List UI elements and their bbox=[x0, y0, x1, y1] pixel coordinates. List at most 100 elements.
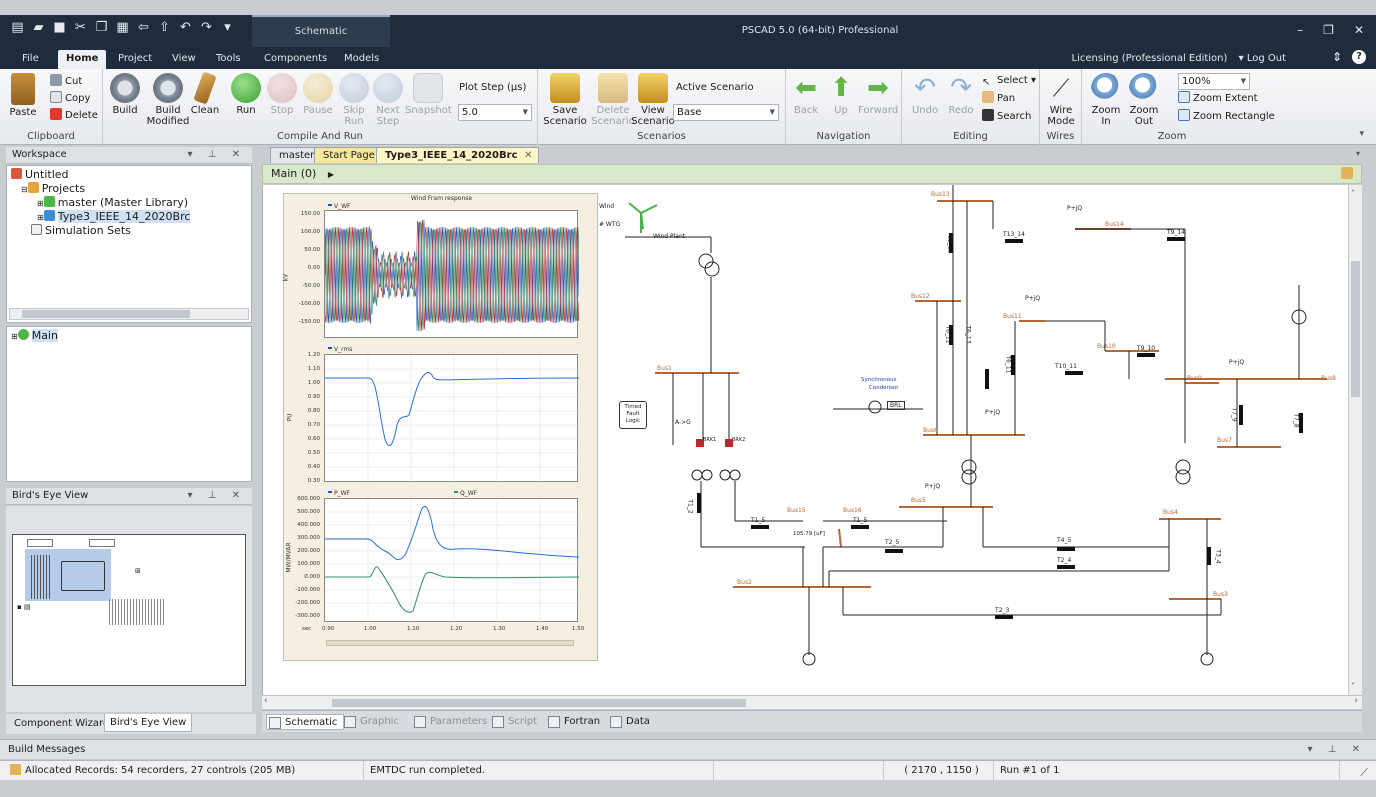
tree-item-simulation-sets[interactable]: Simulation Sets bbox=[31, 224, 131, 238]
new-file-icon[interactable]: ▤ bbox=[11, 20, 24, 35]
scroll-thumb[interactable] bbox=[332, 699, 746, 707]
view-tab-parameters[interactable]: Parameters bbox=[412, 714, 487, 730]
tab-models[interactable]: Models bbox=[344, 53, 380, 64]
pane-controls-icon[interactable]: ▾ ⊥ ✕ bbox=[1307, 744, 1366, 755]
zoom-rectangle-button[interactable]: Zoom Rectangle bbox=[1178, 109, 1275, 124]
snapshot-button[interactable]: Snapshot bbox=[405, 73, 452, 116]
build-messages-title[interactable]: Build Messages bbox=[8, 744, 86, 755]
context-tab-schematic[interactable]: Schematic bbox=[252, 15, 390, 47]
tab-list-chevron-icon[interactable]: ▾ bbox=[1355, 149, 1360, 158]
redo-icon[interactable]: ↷ bbox=[201, 20, 212, 35]
undo-icon[interactable]: ↶ bbox=[180, 20, 191, 35]
pane-controls-icon[interactable]: ▾ ⊥ ✕ bbox=[187, 490, 246, 501]
up-icon[interactable]: ⇧ bbox=[159, 20, 170, 35]
build-button[interactable]: Build bbox=[107, 73, 143, 116]
lock-icon[interactable] bbox=[1341, 167, 1353, 179]
tab-project[interactable]: Project bbox=[118, 53, 153, 64]
customize-icon[interactable]: ▾ bbox=[224, 20, 231, 35]
search-button[interactable]: Search bbox=[982, 109, 1031, 124]
tab-view[interactable]: View bbox=[172, 53, 196, 64]
open-folder-icon[interactable]: ▰ bbox=[33, 20, 44, 35]
undo-button[interactable]: ↶Undo bbox=[908, 73, 942, 116]
tree-item-master[interactable]: ⊞master (Master Library) bbox=[37, 196, 188, 211]
copy-icon[interactable]: ❐ bbox=[95, 20, 108, 35]
doc-tab-start-page[interactable]: Start Page bbox=[314, 147, 384, 163]
tree-item-untitled[interactable]: Untitled bbox=[11, 168, 69, 182]
tree-item-main[interactable]: ⊞Main bbox=[11, 329, 58, 344]
tab-birds-eye-view[interactable]: Bird's Eye View bbox=[104, 714, 193, 732]
help-icon[interactable]: ? bbox=[1352, 50, 1366, 64]
ribbon-toggle-icon[interactable]: ⇕ bbox=[1331, 50, 1342, 64]
clean-button[interactable]: Clean bbox=[189, 71, 221, 116]
licensing-menu[interactable]: Licensing (Professional Edition) bbox=[1071, 53, 1228, 64]
pan-button[interactable]: Pan bbox=[982, 91, 1015, 106]
dropdown-icon[interactable]: ▾ bbox=[1238, 53, 1244, 64]
scroll-down-icon[interactable]: ˅ bbox=[1351, 682, 1355, 691]
cut-button[interactable]: Cut bbox=[50, 74, 82, 89]
breadcrumb-arrow-icon[interactable]: ▶ bbox=[327, 170, 334, 179]
run-button[interactable]: Run bbox=[231, 73, 261, 116]
view-tab-schematic[interactable]: Schematic bbox=[266, 714, 345, 730]
doc-tab-project[interactable]: Type3_IEEE_14_2020Brc✕ bbox=[376, 147, 539, 163]
view-tab-fortran[interactable]: Fortran bbox=[546, 714, 600, 730]
birds-eye-canvas[interactable]: ⊞ ▪ ▤ bbox=[12, 534, 246, 686]
scroll-right-icon[interactable]: › bbox=[1354, 696, 1358, 706]
zoom-extent-button[interactable]: Zoom Extent bbox=[1178, 91, 1258, 106]
ribbon-collapse-icon[interactable]: ▾ bbox=[1359, 129, 1364, 139]
paste-icon[interactable]: ▦ bbox=[116, 20, 129, 35]
restore-icon[interactable]: ❐ bbox=[1323, 23, 1334, 37]
delete-button[interactable]: Delete bbox=[50, 108, 98, 123]
view-tab-graphic[interactable]: Graphic bbox=[342, 714, 399, 730]
pane-controls-icon[interactable]: ▾ ⊥ ✕ bbox=[187, 149, 246, 160]
resize-grip-icon[interactable]: ⟋ bbox=[1360, 766, 1368, 779]
plot-frame[interactable]: Wind Fram response V_WF 150.00 100.00 50… bbox=[282, 193, 598, 661]
back-button[interactable]: ⬅Back bbox=[790, 73, 822, 116]
up-button[interactable]: ⬆Up bbox=[826, 73, 856, 116]
scroll-thumb[interactable] bbox=[1351, 261, 1360, 397]
plot-time-scrollbar[interactable] bbox=[326, 640, 574, 646]
forward-button[interactable]: ➡Forward bbox=[858, 73, 898, 116]
canvas-vertical-scrollbar[interactable]: ˄ ˅ bbox=[1348, 185, 1362, 695]
pause-button[interactable]: Pause bbox=[301, 73, 335, 116]
view-tab-data[interactable]: Data bbox=[608, 714, 650, 730]
tab-tools[interactable]: Tools bbox=[216, 53, 241, 64]
close-icon[interactable]: ✕ bbox=[1353, 23, 1364, 37]
timed-fault-logic-block[interactable]: Timed Fault Logic bbox=[619, 401, 647, 429]
breadcrumb-label[interactable]: Main (0) bbox=[271, 167, 317, 180]
canvas-horizontal-scrollbar[interactable]: ‹ › bbox=[262, 695, 1362, 709]
stop-button[interactable]: Stop bbox=[267, 73, 297, 116]
tab-component-wizard[interactable]: Component Wizard bbox=[14, 718, 110, 729]
paste-button[interactable]: Paste bbox=[6, 73, 40, 118]
schematic-canvas[interactable]: Wind Fram response V_WF 150.00 100.00 50… bbox=[262, 185, 1348, 695]
scroll-left-icon[interactable]: ‹ bbox=[264, 696, 268, 706]
tab-file[interactable]: File bbox=[22, 53, 39, 64]
active-scenario-select[interactable]: Base▼ bbox=[673, 104, 779, 121]
tree-item-project[interactable]: ⊞Type3_IEEE_14_2020Brc bbox=[37, 210, 191, 225]
tree-horizontal-scrollbar[interactable] bbox=[9, 308, 249, 320]
back-icon[interactable]: ⇦ bbox=[138, 20, 149, 35]
logout-link[interactable]: Log Out bbox=[1246, 53, 1286, 64]
scroll-up-icon[interactable]: ˄ bbox=[1351, 189, 1355, 198]
close-tab-icon[interactable]: ✕ bbox=[524, 150, 533, 161]
copy-button[interactable]: Copy bbox=[50, 91, 90, 106]
cut-icon[interactable]: ✂ bbox=[75, 20, 86, 35]
tab-home[interactable]: Home bbox=[58, 50, 107, 69]
save-icon[interactable]: ■ bbox=[53, 20, 66, 35]
zoom-level-select[interactable]: 100%▼ bbox=[1178, 73, 1250, 90]
view-tab-script[interactable]: Script bbox=[490, 714, 537, 730]
tree-item-projects[interactable]: ⊟Projects bbox=[21, 182, 85, 197]
redo-button[interactable]: ↷Redo bbox=[944, 73, 978, 116]
minimize-icon[interactable]: – bbox=[1297, 23, 1304, 37]
plot-step-input[interactable]: 5.0▼ bbox=[458, 104, 532, 121]
select-button[interactable]: ↖Select ▾ bbox=[982, 75, 1037, 88]
scroll-thumb[interactable] bbox=[22, 310, 190, 318]
